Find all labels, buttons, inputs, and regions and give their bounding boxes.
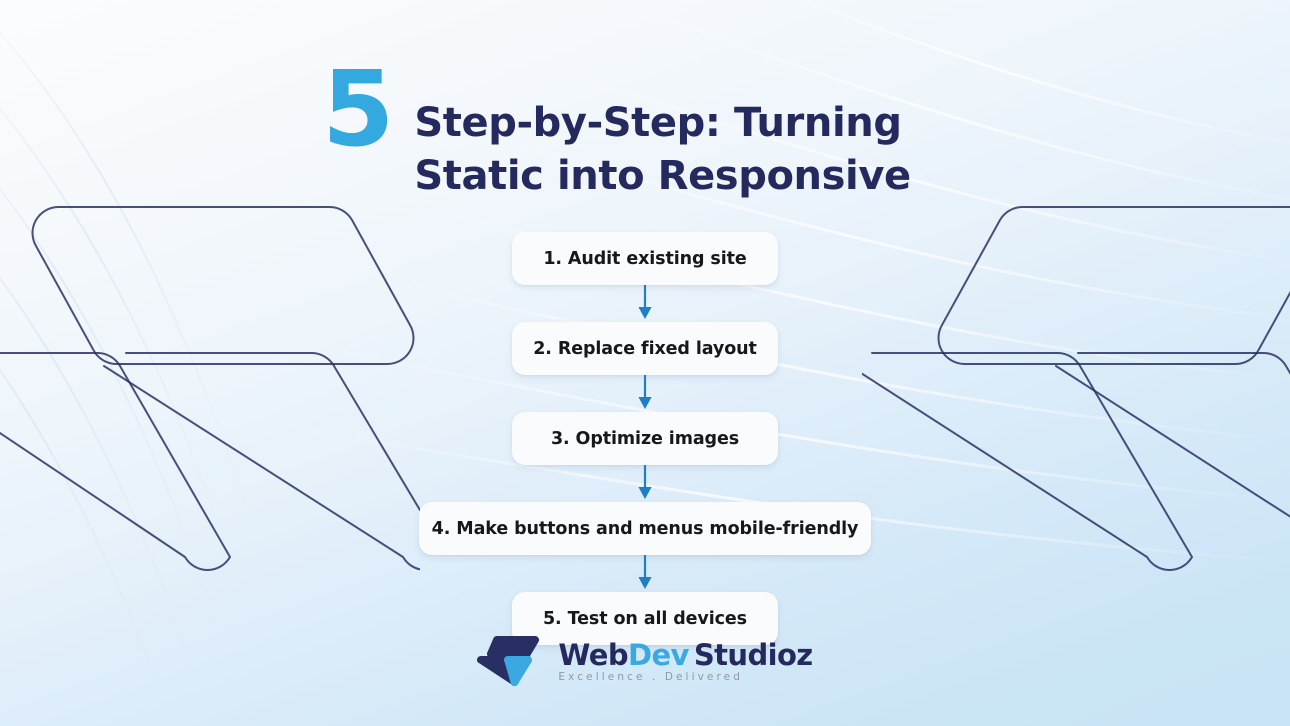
page-title-line-1: Step-by-Step: Turning: [414, 99, 902, 146]
flow-step-5[interactable]: 5. Test on all devices: [512, 592, 778, 645]
page-title: Step-by-Step: Turning Static into Respon…: [414, 89, 911, 203]
arrow-down-icon: [638, 375, 652, 409]
flow-step-label: 1. Audit existing site: [543, 248, 747, 269]
flow-step-label: 5. Test on all devices: [542, 608, 747, 629]
brand-tagline: Excellence . Delivered: [558, 671, 743, 683]
flow-step-2[interactable]: 2. Replace fixed layout: [512, 322, 778, 375]
flowchart: 1. Audit existing site 2. Replace fixed …: [0, 232, 1290, 645]
brand-word-studioz: Studioz: [693, 638, 813, 672]
arrow-down-icon: [638, 285, 652, 319]
slide-number: 5: [322, 48, 394, 170]
slide-header: 5 Step-by-Step: Turning Static into Resp…: [322, 48, 911, 229]
arrow-down-icon: [638, 555, 652, 589]
flow-step-label: 3. Optimize images: [550, 428, 740, 449]
page-title-line-2: Static into Responsive: [414, 152, 911, 199]
flow-step-3[interactable]: 3. Optimize images: [512, 412, 778, 465]
webdev-w-logo-icon: [477, 636, 540, 687]
flow-step-4[interactable]: 4. Make buttons and menus mobile-friendl…: [419, 502, 871, 555]
brand-word-dev: Dev: [628, 638, 689, 672]
flow-step-1[interactable]: 1. Audit existing site: [512, 232, 778, 285]
flow-step-label: 4. Make buttons and menus mobile-friendl…: [431, 518, 859, 539]
brand-word-web: Web: [558, 638, 629, 672]
flow-step-label: 2. Replace fixed layout: [533, 338, 757, 359]
arrow-down-icon: [638, 465, 652, 499]
